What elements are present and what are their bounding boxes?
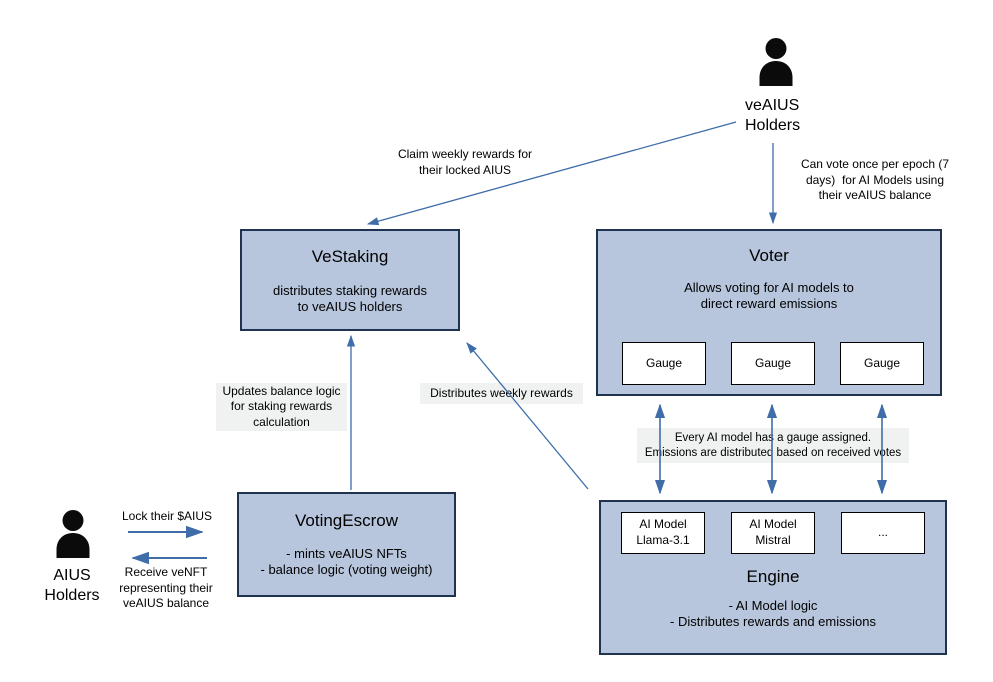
- engine-body: - AI Model logic - Distributes rewards a…: [670, 598, 876, 630]
- person-icon: [53, 509, 93, 559]
- ai-model-box: AI Model Mistral: [731, 512, 815, 554]
- votingescrow-body: - mints veAIUS NFTs - balance logic (vot…: [260, 546, 433, 578]
- votingescrow-title: VotingEscrow: [295, 511, 398, 530]
- ai-model-row: AI Model Llama-3.1 AI Model Mistral ...: [601, 512, 945, 554]
- person-icon: [756, 38, 796, 86]
- engine-title: Engine: [746, 567, 800, 586]
- lock-aius-label: Lock their $AIUS: [121, 509, 213, 523]
- updates-balance-label: Updates balance logic for staking reward…: [216, 383, 347, 431]
- voter-node: Voter Allows voting for AI models to dir…: [596, 229, 942, 396]
- gauge-box: Gauge: [622, 342, 706, 385]
- ai-model-box: AI Model Llama-3.1: [621, 512, 705, 554]
- vote-epoch-label: Can vote once per epoch (7 days) for AI …: [800, 157, 950, 203]
- vestaking-node: VeStaking distributes staking rewards to…: [240, 229, 460, 331]
- gauge-assigned-label: Every AI model has a gauge assigned. Emi…: [637, 428, 909, 463]
- aius-holders-label: AIUS Holders: [44, 567, 100, 604]
- vestaking-title: VeStaking: [311, 247, 389, 266]
- votingescrow-node: VotingEscrow - mints veAIUS NFTs - balan…: [237, 492, 456, 597]
- gauge-box: Gauge: [731, 342, 815, 385]
- distributes-weekly-label: Distributes weekly rewards: [420, 383, 583, 404]
- gauge-row: Gauge Gauge Gauge: [598, 342, 940, 385]
- voter-body: Allows voting for AI models to direct re…: [684, 280, 854, 312]
- ai-model-box: ...: [841, 512, 925, 554]
- voter-title: Voter: [749, 246, 789, 265]
- claim-rewards-label: Claim weekly rewards for their locked AI…: [397, 147, 533, 177]
- gauge-box: Gauge: [840, 342, 924, 385]
- engine-node: AI Model Llama-3.1 AI Model Mistral ... …: [599, 500, 947, 655]
- receive-venft-label: Receive veNFT representing their veAIUS …: [119, 565, 213, 611]
- vestaking-body: distributes staking rewards to veAIUS ho…: [273, 283, 427, 315]
- veaius-holders-label: veAIUS Holders: [745, 97, 801, 134]
- arrow-distributes-weekly: [466, 342, 589, 490]
